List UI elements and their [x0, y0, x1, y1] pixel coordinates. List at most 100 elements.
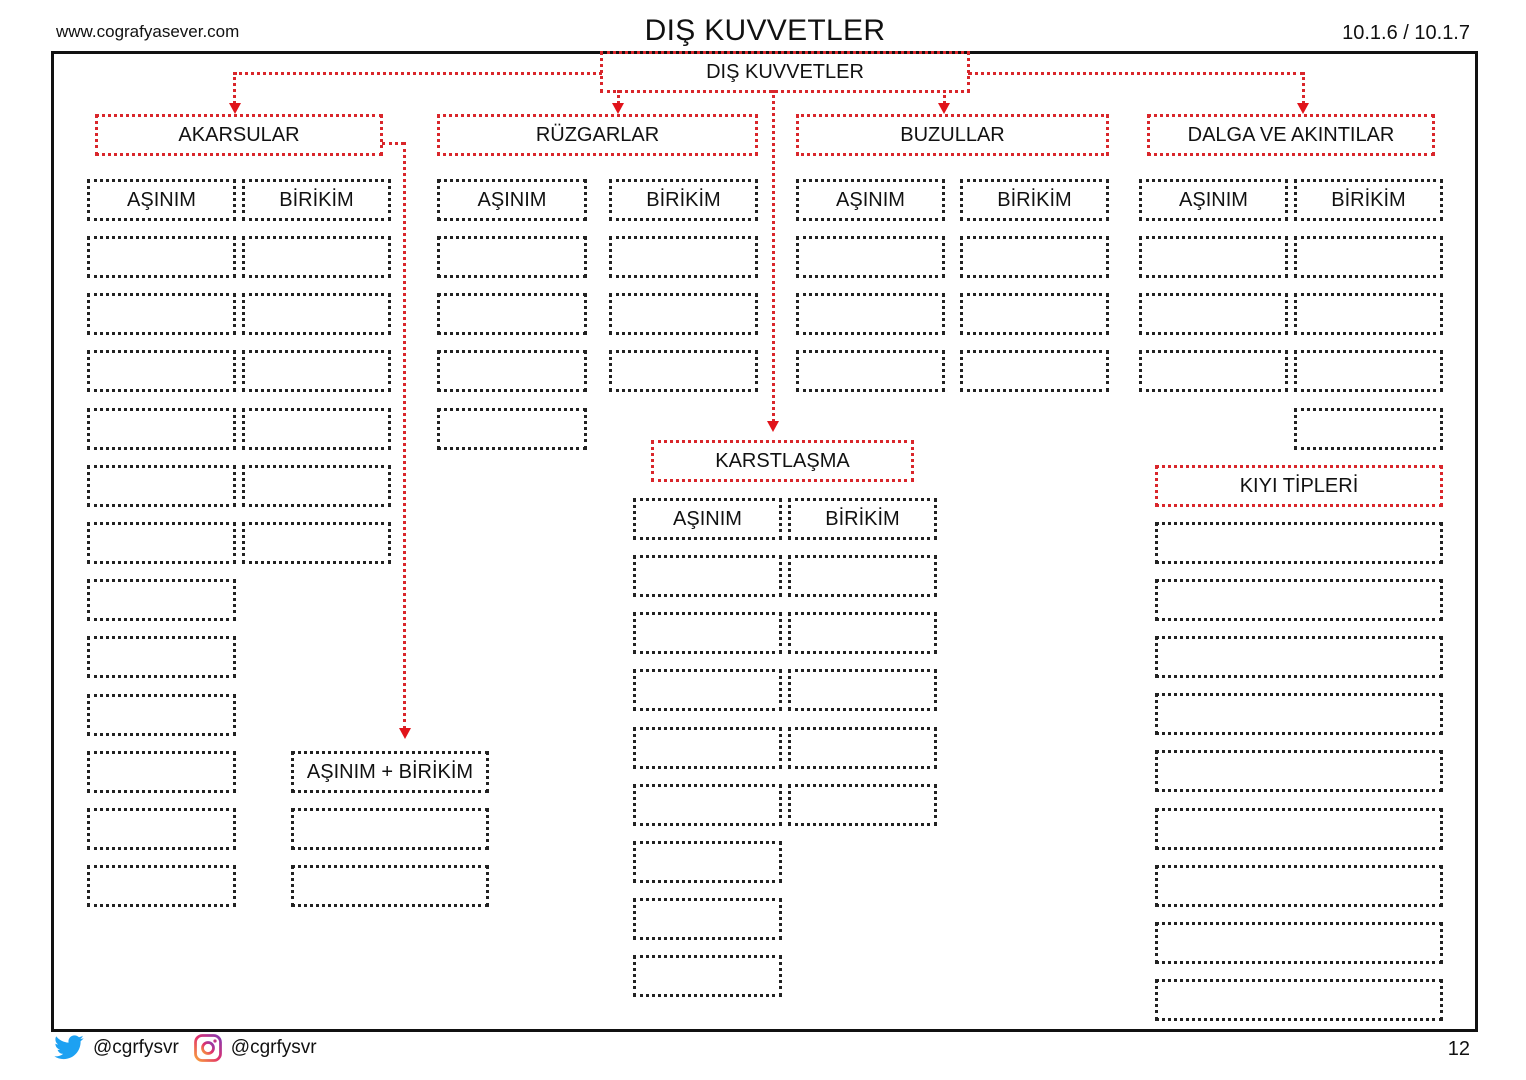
- ruzgarlar-birikim-header: BİRİKİM: [609, 179, 758, 221]
- social-footer: @cgrfysvr @cgrfysvr: [51, 1032, 317, 1064]
- karstlasma-asinim-blank-slot[interactable]: [633, 784, 782, 826]
- page-number: 12: [1447, 1038, 1470, 1060]
- connector-root-dalga: [968, 72, 1304, 75]
- buzullar-asinim-blank-slot[interactable]: [796, 350, 945, 392]
- dalga-asinim-blank-slot[interactable]: [1139, 293, 1288, 335]
- buzullar-asinim-header: AŞINIM: [796, 179, 945, 221]
- connector-akarsular-combined-v: [403, 142, 406, 729]
- akarsular-asinim-blank-slot[interactable]: [87, 236, 236, 278]
- arrow-down-icon: [938, 103, 950, 114]
- kiyi-tipleri-blank-slot[interactable]: [1155, 922, 1443, 964]
- karstlasma-birikim-header: BİRİKİM: [788, 498, 937, 540]
- akarsular-birikim-blank-slot[interactable]: [242, 522, 391, 564]
- twitter-icon: [51, 1032, 87, 1064]
- connector-ruzgarlar-drop: [617, 90, 620, 104]
- dalga-asinim-header: AŞINIM: [1139, 179, 1288, 221]
- akarsular-asinim-blank-slot[interactable]: [87, 751, 236, 793]
- arrow-down-icon: [399, 728, 411, 739]
- ruzgarlar-birikim-blank-slot[interactable]: [609, 236, 758, 278]
- karstlasma-asinim-blank-slot[interactable]: [633, 727, 782, 769]
- connector-dalga-drop: [1302, 72, 1305, 104]
- akarsular-asinim-blank-slot[interactable]: [87, 408, 236, 450]
- karstlasma-birikim-blank-slot[interactable]: [788, 669, 937, 711]
- karstlasma-birikim-blank-slot[interactable]: [788, 727, 937, 769]
- karstlasma-asinim-blank-slot[interactable]: [633, 955, 782, 997]
- akarsular-asinim-blank-slot[interactable]: [87, 694, 236, 736]
- ruzgarlar-asinim-blank-slot[interactable]: [437, 293, 587, 335]
- akarsular-combined-blank-slot[interactable]: [291, 865, 489, 907]
- connector-root-akarsular: [234, 72, 602, 75]
- instagram-icon: [193, 1033, 223, 1063]
- akarsular-birikim-blank-slot[interactable]: [242, 293, 391, 335]
- dalga-birikim-blank-slot[interactable]: [1294, 408, 1443, 450]
- arrow-down-icon: [229, 103, 241, 114]
- kiyi-tipleri-blank-slot[interactable]: [1155, 636, 1443, 678]
- akarsular-combined-blank-slot[interactable]: [291, 808, 489, 850]
- ruzgarlar-birikim-blank-slot[interactable]: [609, 350, 758, 392]
- connector-root-karstlasma: [772, 90, 775, 422]
- akarsular-birikim-blank-slot[interactable]: [242, 465, 391, 507]
- buzullar-asinim-blank-slot[interactable]: [796, 293, 945, 335]
- ruzgarlar-asinim-header: AŞINIM: [437, 179, 587, 221]
- kiyi-tipleri-blank-slot[interactable]: [1155, 579, 1443, 621]
- karstlasma-asinim-blank-slot[interactable]: [633, 555, 782, 597]
- akarsular-asinim-blank-slot[interactable]: [87, 293, 236, 335]
- dalga-birikim-blank-slot[interactable]: [1294, 350, 1443, 392]
- akarsular-asinim-blank-slot[interactable]: [87, 522, 236, 564]
- akarsular-asinim-header: AŞINIM: [87, 179, 236, 221]
- twitter-handle[interactable]: @cgrfysvr: [93, 1037, 179, 1058]
- karstlasma-asinim-header: AŞINIM: [633, 498, 782, 540]
- page-title: DIŞ KUVVETLER: [644, 14, 886, 47]
- kiyi-tipleri-blank-slot[interactable]: [1155, 979, 1443, 1021]
- buzullar-birikim-blank-slot[interactable]: [960, 293, 1109, 335]
- website-url: www.cografyasever.com: [56, 22, 240, 41]
- buzullar-birikim-blank-slot[interactable]: [960, 350, 1109, 392]
- akarsular-asinim-blank-slot[interactable]: [87, 350, 236, 392]
- ruzgarlar-birikim-blank-slot[interactable]: [609, 293, 758, 335]
- akarsular-birikim-blank-slot[interactable]: [242, 408, 391, 450]
- category-buzullar: BUZULLAR: [796, 114, 1109, 156]
- kiyi-tipleri-blank-slot[interactable]: [1155, 693, 1443, 735]
- dalga-asinim-blank-slot[interactable]: [1139, 236, 1288, 278]
- akarsular-asinim-blank-slot[interactable]: [87, 865, 236, 907]
- category-ruzgarlar: RÜZGARLAR: [437, 114, 758, 156]
- kiyi-tipleri-blank-slot[interactable]: [1155, 750, 1443, 792]
- dalga-asinim-blank-slot[interactable]: [1139, 350, 1288, 392]
- akarsular-birikim-blank-slot[interactable]: [242, 236, 391, 278]
- arrow-down-icon: [767, 421, 779, 432]
- akarsular-asinim-blank-slot[interactable]: [87, 808, 236, 850]
- karstlasma-birikim-blank-slot[interactable]: [788, 612, 937, 654]
- curriculum-code: 10.1.6 / 10.1.7: [1342, 22, 1470, 44]
- dalga-birikim-blank-slot[interactable]: [1294, 236, 1443, 278]
- connector-buzullar-drop: [943, 90, 946, 104]
- dalga-birikim-header: BİRİKİM: [1294, 179, 1443, 221]
- akarsular-asinim-blank-slot[interactable]: [87, 465, 236, 507]
- karstlasma-asinim-blank-slot[interactable]: [633, 898, 782, 940]
- root-node: DIŞ KUVVETLER: [600, 51, 970, 93]
- instagram-handle[interactable]: @cgrfysvr: [230, 1037, 317, 1058]
- category-dalga-ve-akintilar: DALGA VE AKINTILAR: [1147, 114, 1435, 156]
- akarsular-birikim-blank-slot[interactable]: [242, 350, 391, 392]
- karstlasma-birikim-blank-slot[interactable]: [788, 784, 937, 826]
- ruzgarlar-asinim-blank-slot[interactable]: [437, 236, 587, 278]
- akarsular-combined-header: AŞINIM + BİRİKİM: [291, 751, 489, 793]
- dalga-birikim-blank-slot[interactable]: [1294, 293, 1443, 335]
- karstlasma-asinim-blank-slot[interactable]: [633, 669, 782, 711]
- karstlasma-asinim-blank-slot[interactable]: [633, 612, 782, 654]
- kiyi-tipleri-blank-slot[interactable]: [1155, 522, 1443, 564]
- buzullar-birikim-blank-slot[interactable]: [960, 236, 1109, 278]
- arrow-down-icon: [1297, 103, 1309, 114]
- ruzgarlar-asinim-blank-slot[interactable]: [437, 350, 587, 392]
- akarsular-asinim-blank-slot[interactable]: [87, 579, 236, 621]
- arrow-down-icon: [612, 103, 624, 114]
- kiyi-tipleri-blank-slot[interactable]: [1155, 808, 1443, 850]
- akarsular-birikim-header: BİRİKİM: [242, 179, 391, 221]
- karstlasma-asinim-blank-slot[interactable]: [633, 841, 782, 883]
- category-kiyi-tipleri: KIYI TİPLERİ: [1155, 465, 1443, 507]
- ruzgarlar-asinim-blank-slot[interactable]: [437, 408, 587, 450]
- category-akarsular: AKARSULAR: [95, 114, 383, 156]
- kiyi-tipleri-blank-slot[interactable]: [1155, 865, 1443, 907]
- buzullar-asinim-blank-slot[interactable]: [796, 236, 945, 278]
- akarsular-asinim-blank-slot[interactable]: [87, 636, 236, 678]
- karstlasma-birikim-blank-slot[interactable]: [788, 555, 937, 597]
